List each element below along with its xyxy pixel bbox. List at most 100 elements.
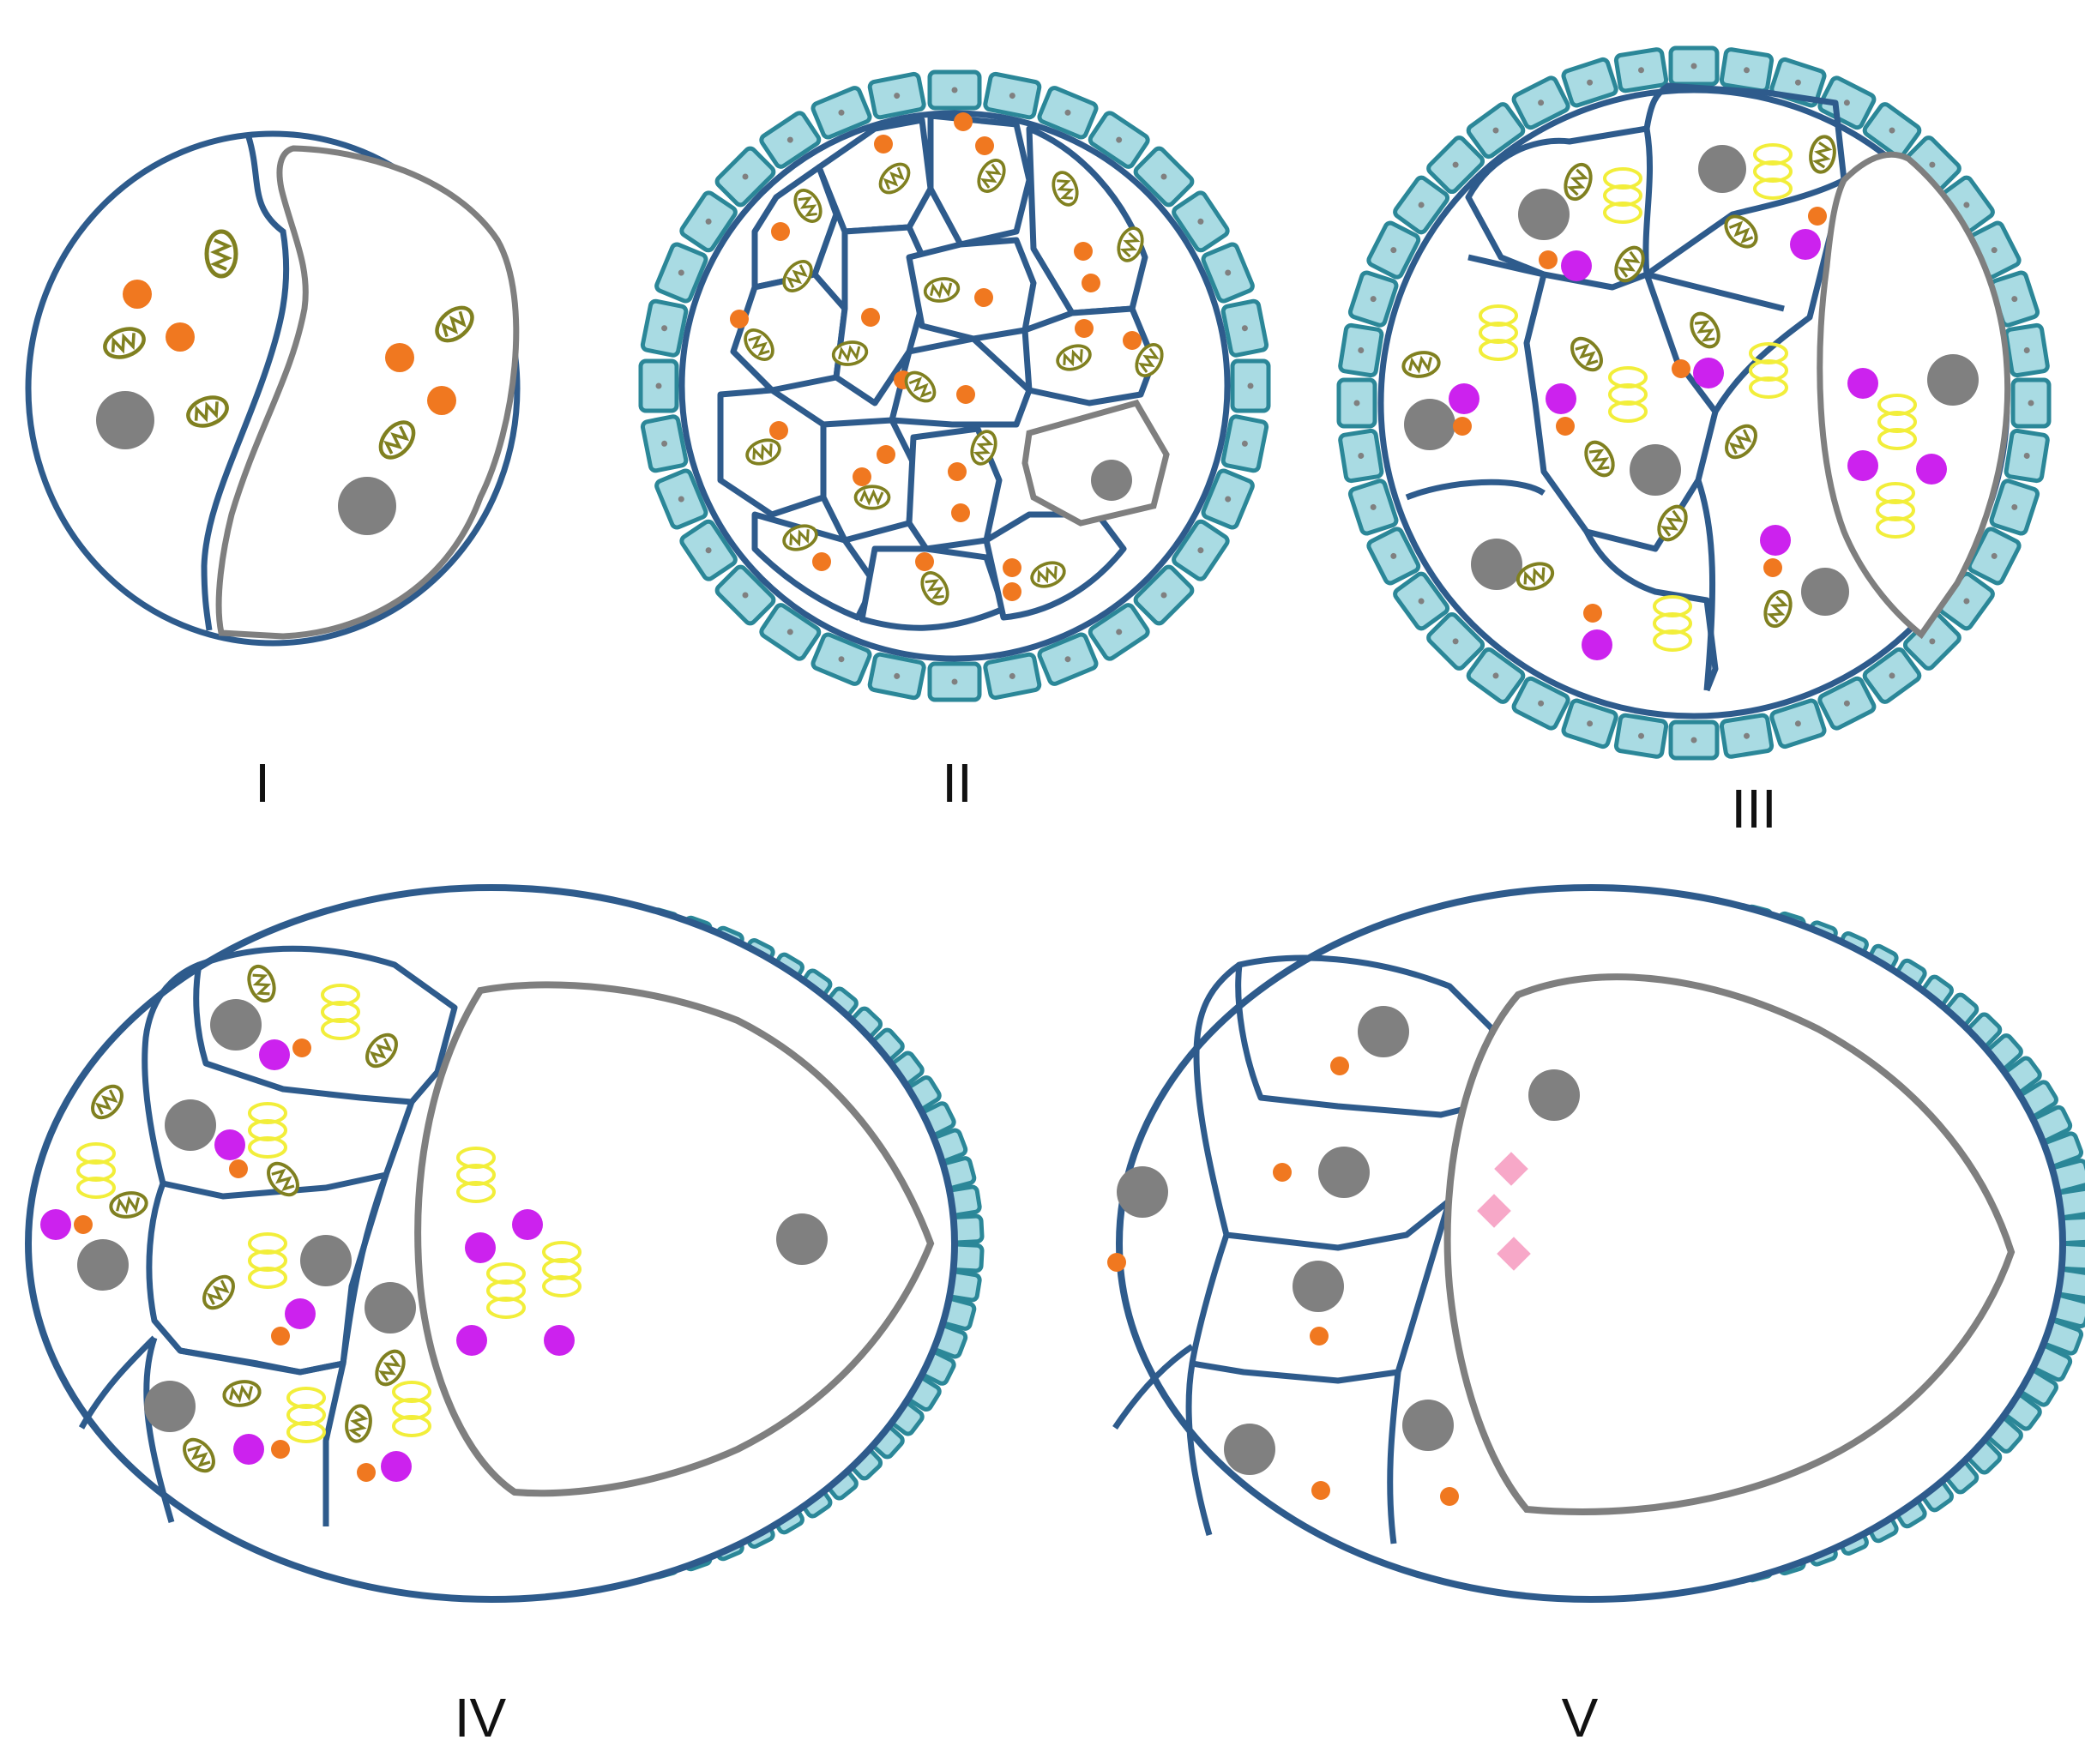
follicle-cell [1511, 676, 1570, 731]
follicle-cell [1201, 242, 1255, 304]
follicle-cell [1338, 428, 1384, 484]
follicle-cell [1719, 713, 1775, 759]
follicle-cell [1172, 190, 1230, 253]
stage-i-oocyte [215, 145, 520, 640]
nucleus [1518, 189, 1570, 240]
follicle-cell [1613, 713, 1669, 759]
stage-iii-chamber [1336, 45, 2052, 761]
follicle-cell [1366, 220, 1421, 280]
follicle-cell [1133, 564, 1195, 626]
stage-iii-oocyte [1817, 151, 2011, 640]
follicle-cell [1230, 358, 1271, 413]
follicle-cell [1862, 102, 1922, 160]
follicle-cell [679, 190, 738, 253]
nucleus [365, 1282, 416, 1334]
follicle-cell [1220, 298, 1269, 358]
stage-ii-chamber [638, 69, 1271, 702]
nucleus [165, 1099, 216, 1151]
follicle-cell [1613, 47, 1669, 93]
nucleus [1630, 444, 1681, 496]
follicle-cell [2010, 377, 2052, 429]
follicle-cell [983, 71, 1042, 120]
nucleus [96, 391, 154, 449]
follicle-cell [810, 86, 872, 140]
follicle-cell [1989, 479, 2040, 536]
follicle-cell [1347, 479, 1399, 536]
stage-iv-chamber [25, 884, 985, 1603]
follicle-cell [1338, 322, 1384, 378]
follicle-cell [1561, 57, 1618, 108]
nucleus [1471, 539, 1522, 590]
stage-v-label: V [1562, 1687, 1599, 1749]
follicle-cell [983, 652, 1042, 701]
stage-ii-label: II [942, 752, 973, 814]
follicle-cell [638, 358, 679, 413]
follicle-cell [927, 661, 982, 702]
follicle-cell [654, 468, 708, 530]
stage-v-oocyte [1443, 973, 2016, 1515]
follicle-cell [1769, 698, 1827, 750]
follicle-cell [1862, 647, 1922, 704]
follicle-cell [1511, 75, 1570, 130]
follicle-cell [927, 69, 982, 111]
follicle-cell [640, 298, 689, 358]
follicle-cell [2004, 428, 2050, 484]
follicle-cell [1366, 527, 1421, 586]
stage-iii-label: III [1731, 778, 1776, 840]
follicle-cell [1426, 135, 1485, 195]
follicle-cell [1133, 146, 1195, 208]
nucleus [1927, 354, 1979, 406]
follicle-cell [1393, 175, 1450, 235]
stage-iii-follicle-layer [1336, 45, 2052, 761]
follicle-cell [1088, 111, 1150, 169]
follicle-cell [1466, 102, 1526, 160]
follicle-cell [1172, 519, 1230, 581]
nucleus [1801, 568, 1849, 616]
follicle-cell [867, 71, 926, 120]
follicle-cell [759, 603, 822, 661]
follicle-cell [714, 146, 776, 208]
stage-ii-follicle-layer [638, 69, 1271, 702]
follicle-cell [1347, 270, 1399, 328]
follicle-cell [1817, 676, 1877, 731]
follicle-cell [1668, 45, 1720, 87]
stage-iv-oocyte [414, 981, 935, 1497]
follicle-cell [1561, 698, 1618, 750]
follicle-cell [1466, 647, 1526, 704]
stage-ii-oocyte [1021, 399, 1170, 527]
nucleus [210, 999, 262, 1051]
nucleus [77, 1239, 129, 1291]
nucleus [300, 1235, 352, 1286]
nucleus [1117, 1166, 1168, 1218]
nucleus [1528, 1069, 1580, 1121]
nucleus [1358, 1006, 1409, 1057]
follicle-cell [1668, 719, 1720, 761]
follicle-cell [1719, 47, 1775, 93]
nucleus [1698, 145, 1746, 193]
nucleus [1091, 460, 1132, 501]
nucleus [776, 1213, 828, 1265]
follicle-cell [1220, 414, 1269, 473]
stage-i-label: I [255, 752, 270, 814]
follicle-cell [640, 414, 689, 473]
follicle-cell [679, 519, 738, 581]
nucleus [338, 477, 396, 535]
stage-iv-label: IV [455, 1687, 507, 1749]
follicle-cell [759, 111, 822, 169]
stage-v-chamber [1107, 884, 2085, 1603]
stage-i-cell-border [201, 135, 290, 631]
follicle-cell [810, 632, 872, 686]
follicle-cell [1037, 86, 1099, 140]
nucleus [1402, 1400, 1454, 1451]
follicle-cell [2004, 322, 2050, 378]
follicle-cell [1393, 571, 1450, 631]
nucleus [1404, 399, 1455, 450]
nucleus [144, 1381, 196, 1432]
follicle-cell [1426, 611, 1485, 671]
follicle-cell [867, 652, 926, 701]
follicle-cell [1967, 527, 2022, 586]
follicle-cell [1201, 468, 1255, 530]
follicle-cell [714, 564, 776, 626]
follicle-cell [1088, 603, 1150, 661]
